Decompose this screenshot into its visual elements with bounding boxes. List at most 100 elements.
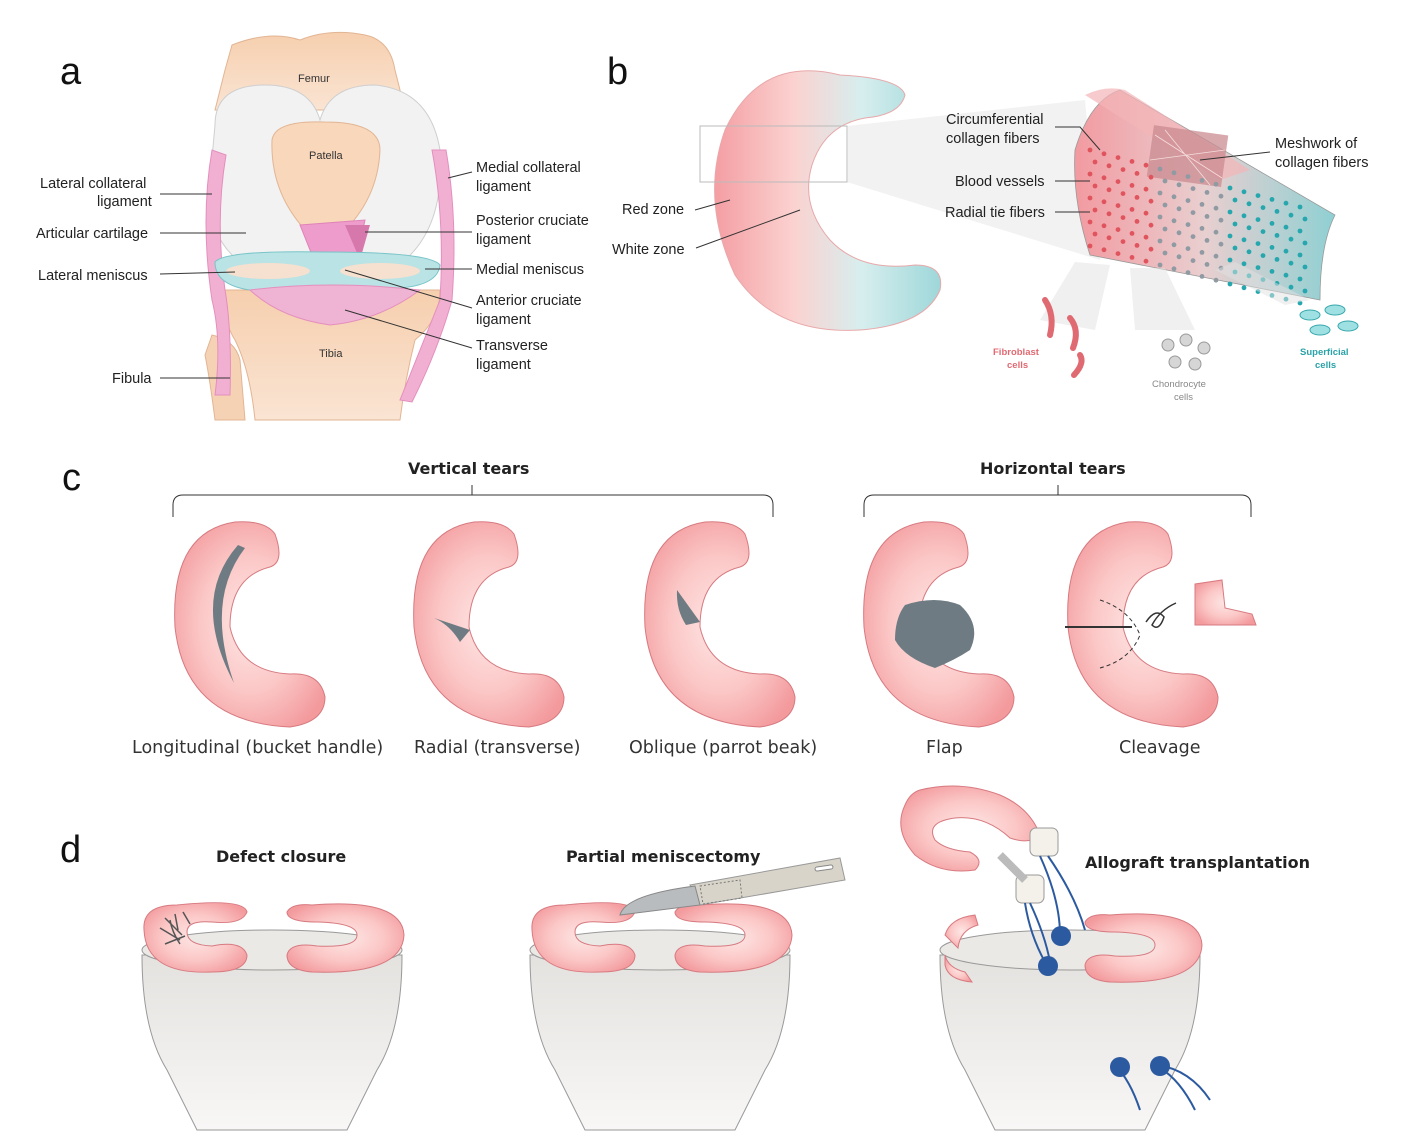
cell-dot [1134, 171, 1140, 176]
cell-dot [1185, 174, 1191, 180]
cell-dot [1297, 252, 1303, 258]
longitudinal-tear [212, 545, 245, 683]
cell-dot [1241, 237, 1247, 243]
cell-dot [1129, 183, 1135, 188]
cell-dot [1129, 207, 1135, 212]
meniscus-remnant [944, 954, 974, 983]
cell-dot [1227, 233, 1233, 239]
cell-dot [1241, 261, 1247, 267]
leader-line [159, 271, 236, 275]
partial-meniscectomy-title: Partial meniscectomy [566, 847, 761, 866]
posterior-cruciate-label-1: Posterior cruciate [476, 213, 589, 229]
cell-dot [1302, 264, 1308, 270]
cell-dot [1087, 195, 1093, 201]
cell-dot [1199, 178, 1205, 183]
cell-dot [1302, 240, 1308, 246]
meniscus-right [1084, 913, 1203, 983]
tibia-plate [141, 954, 403, 1131]
cell-dot [1115, 179, 1121, 185]
transverse-ligament-label-1: Transverse [476, 338, 548, 354]
cell-dot [1241, 189, 1247, 195]
cell-dot [1171, 266, 1177, 272]
tear-label-cleavage: Cleavage [1119, 738, 1201, 758]
cell-dot [1106, 187, 1112, 193]
cell-dot [1274, 233, 1280, 238]
cell-dot [1157, 262, 1163, 268]
cell-dot [1106, 211, 1112, 217]
leader-line [1199, 151, 1271, 161]
cell-dot [1120, 239, 1126, 245]
tear-types-row [174, 521, 1257, 728]
fibula-label: Fibula [112, 371, 152, 387]
cell-dot [1185, 198, 1191, 204]
panel-label-c: c [62, 457, 81, 499]
panel-label-b: b [607, 51, 628, 93]
cell-dot [1232, 245, 1238, 251]
cell-dot [1092, 207, 1098, 213]
cell-dot [1260, 205, 1266, 211]
tear-label-longitudinal: Longitudinal (bucket handle) [132, 738, 383, 758]
panel-label-a: a [60, 51, 82, 93]
cell-dot [1176, 182, 1182, 188]
cell-dot [1176, 230, 1182, 236]
cell-dot [1199, 226, 1205, 231]
cell-dot [1185, 246, 1191, 252]
leader-line [1055, 126, 1101, 151]
anterior-cruciate-label-1: Anterior cruciate [476, 293, 582, 309]
vertical-tears-bracket [172, 485, 774, 517]
tear-label-flap: Flap [926, 738, 963, 758]
cell-dot [1213, 253, 1219, 259]
cell-dot [1283, 200, 1289, 206]
leader-line [694, 199, 731, 211]
meniscus-zones-illustration [699, 70, 1336, 331]
medial-collateral-label-1: Medial collateral [476, 160, 581, 176]
cell-dot [1241, 285, 1247, 291]
cell-dot [1157, 214, 1163, 220]
cell-dot [1171, 242, 1177, 248]
circumferential-label-2: collagen fibers [946, 131, 1040, 147]
tibia-label: Tibia [319, 348, 343, 360]
cell-dot [1213, 181, 1219, 187]
meniscus-left [143, 902, 248, 973]
cell-dot [1260, 253, 1266, 258]
cell-dot [1297, 228, 1303, 234]
cell-dot [1115, 227, 1121, 233]
cell-dot [1092, 159, 1098, 165]
cell-dot [1255, 241, 1261, 247]
meniscus-remnant [944, 914, 979, 950]
cell-dot [1134, 243, 1140, 248]
cell-dot [1143, 234, 1149, 240]
knee-anatomy-illustration [204, 31, 455, 421]
scalpel-icon [619, 857, 846, 916]
allograft-meniscus [900, 785, 1059, 904]
suture-marks-icon [159, 911, 191, 945]
cell-dot [1106, 163, 1112, 169]
chondrocyte-label-2: cells [1174, 392, 1193, 403]
cell-dot [1288, 212, 1294, 218]
cell-dot [1232, 197, 1238, 203]
chondrocyte-label-1: Chondrocyte [1152, 379, 1206, 390]
blood-vessels-label: Blood vessels [955, 174, 1044, 190]
horizontal-tears-title: Horizontal tears [980, 459, 1126, 478]
cell-dot [1227, 257, 1233, 263]
medial-meniscus-label: Medial meniscus [476, 262, 584, 278]
cell-dot [1302, 216, 1308, 222]
cell-dot [1185, 222, 1191, 228]
leader-line [344, 309, 473, 349]
vertical-tears-title: Vertical tears [408, 459, 529, 478]
cell-dot [1185, 270, 1191, 275]
cell-dot [1115, 251, 1121, 256]
cell-dot [1288, 284, 1294, 290]
chondrocyte-cells-icon [1161, 333, 1211, 371]
cell-dot [1297, 204, 1303, 210]
cell-dot [1269, 197, 1275, 202]
rotate-arrow-icon [1145, 602, 1177, 628]
bone-plug-icon [1038, 926, 1170, 1077]
oblique-tear [676, 590, 700, 625]
cell-dot [1092, 231, 1098, 237]
allograft-title: Allograft transplantation [1085, 853, 1310, 872]
meniscus-shape [413, 521, 565, 728]
cleavage-dashed [1099, 599, 1141, 669]
cell-dot [1148, 222, 1154, 228]
